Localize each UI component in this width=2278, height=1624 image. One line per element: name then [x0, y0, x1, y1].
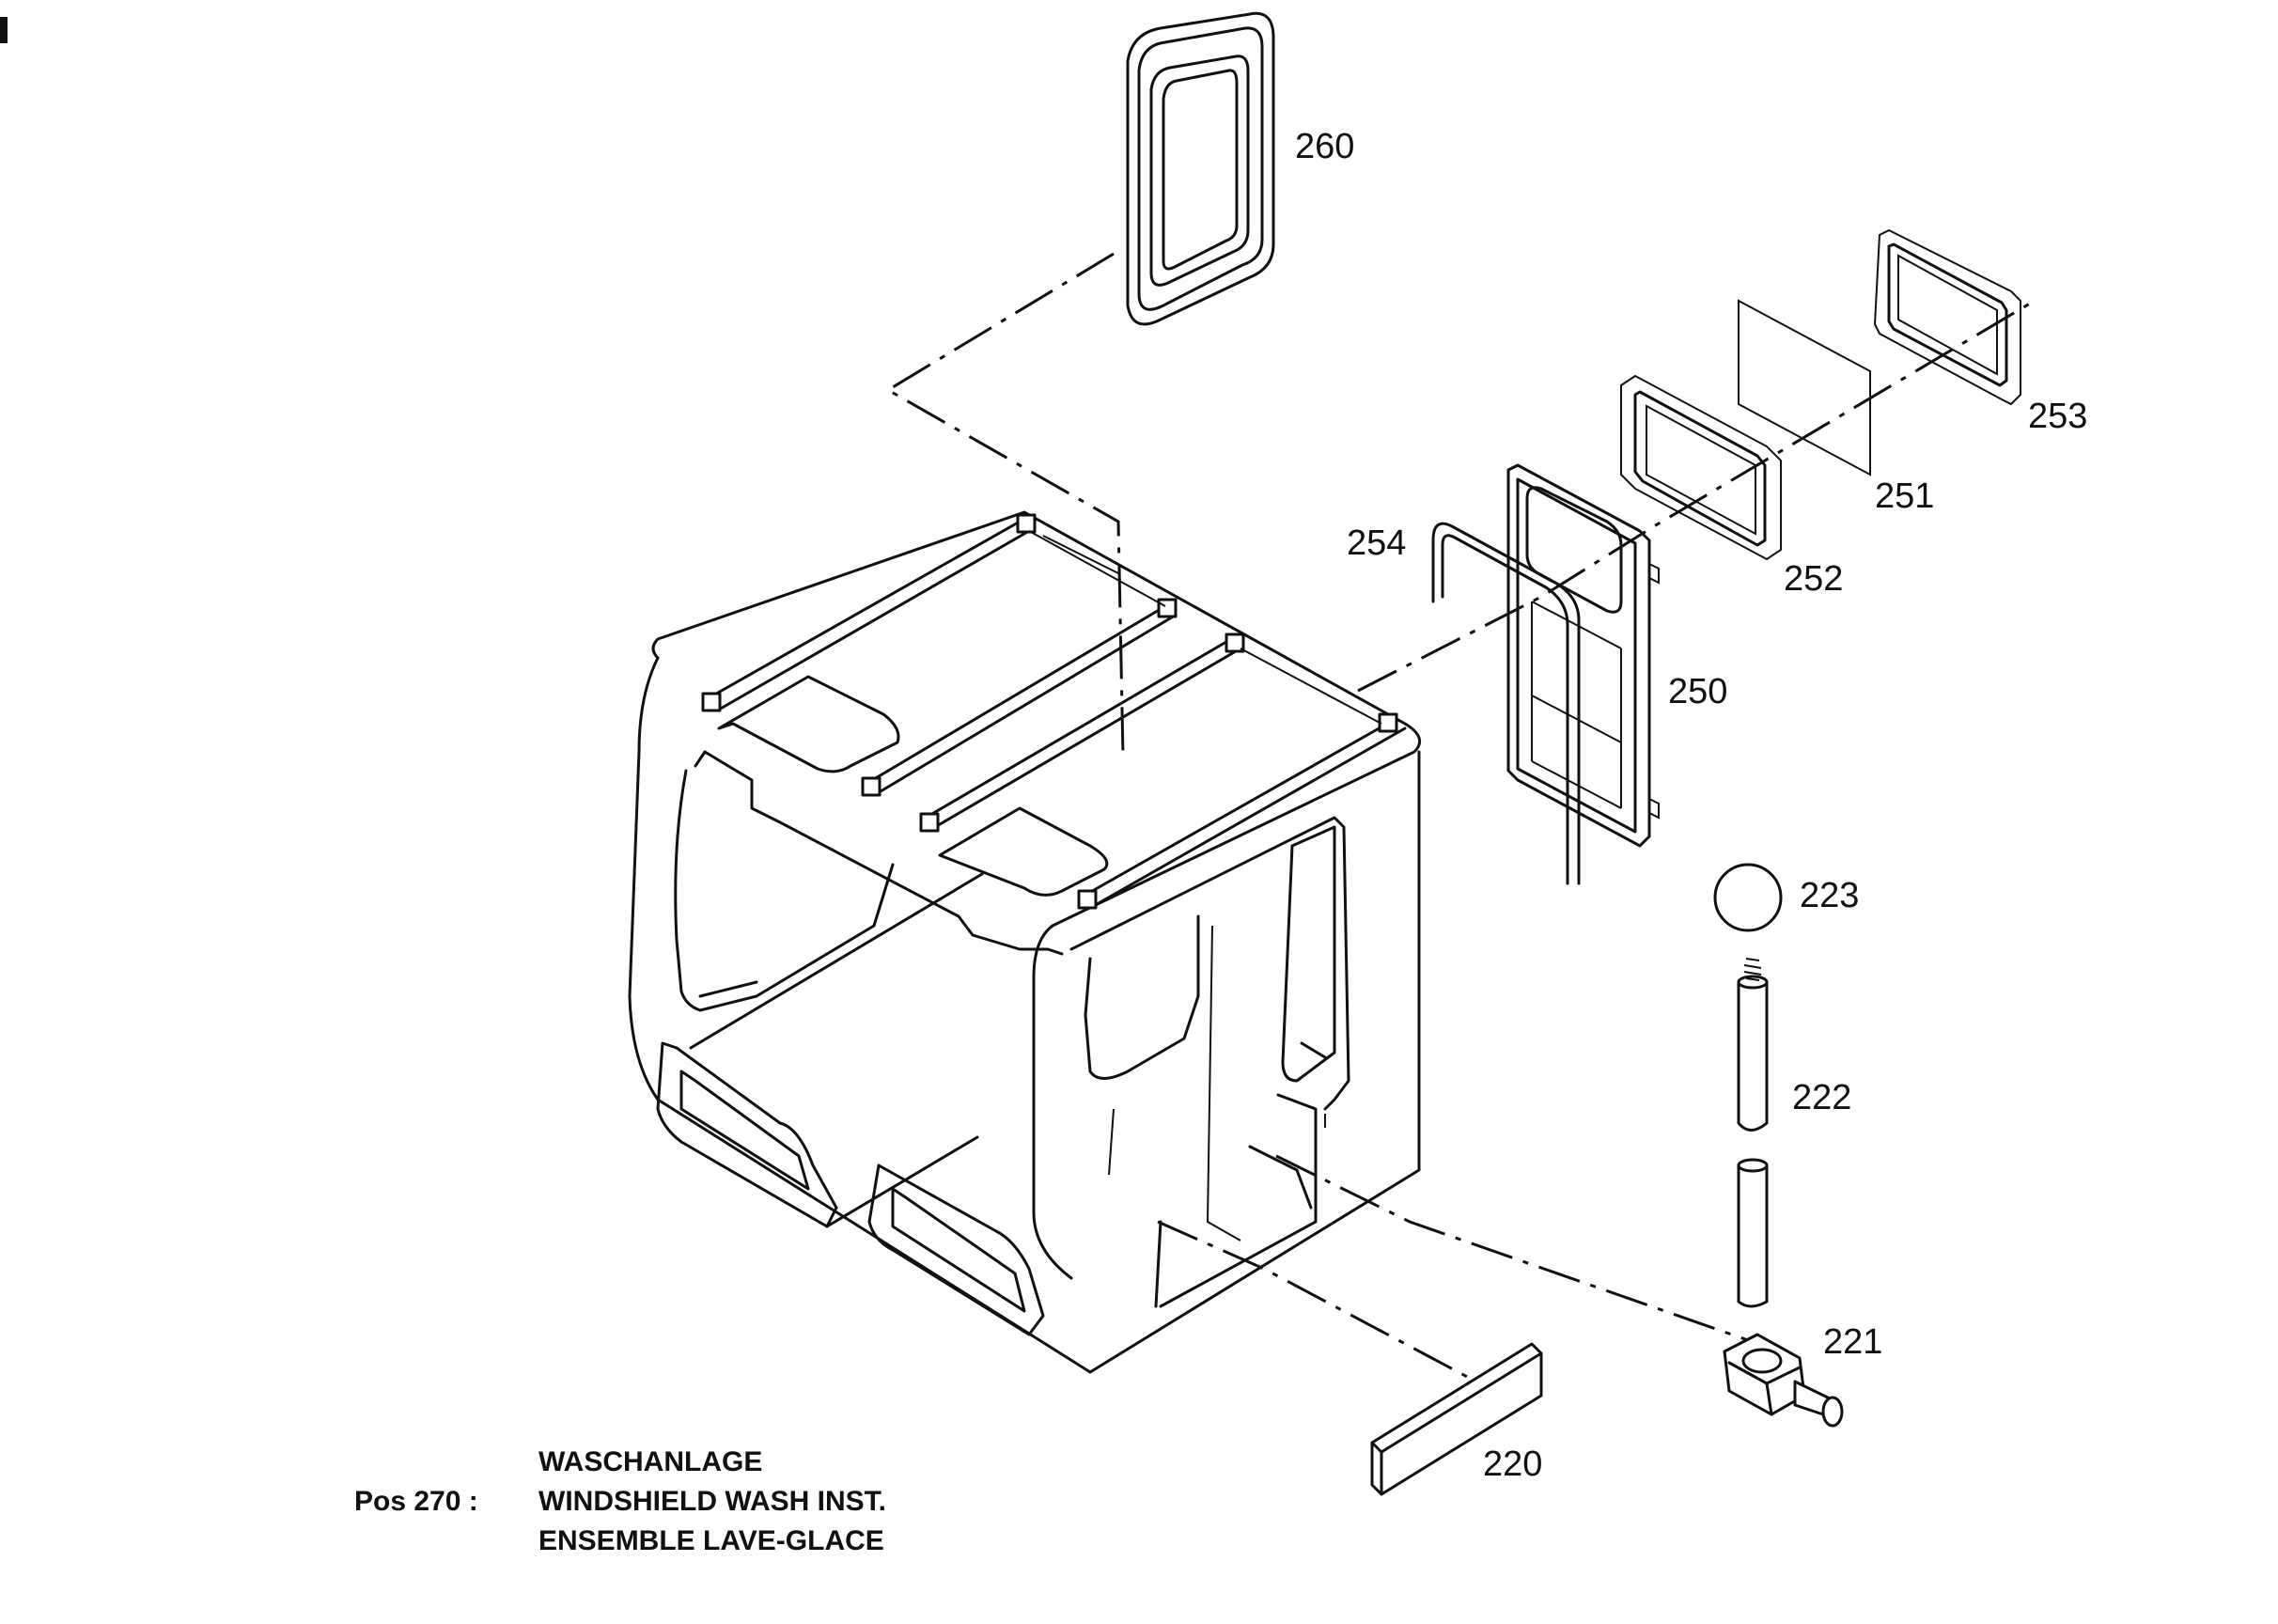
legend-line-fr: ENSEMBLE LAVE-GLACE — [538, 1525, 884, 1556]
callout-260: 260 — [1295, 127, 1354, 166]
legend-line-en: WINDSHIELD WASH INST. — [538, 1486, 887, 1517]
part-251-glass — [1738, 299, 1871, 476]
part-254-seal — [1431, 522, 1581, 885]
part-222-tube — [1737, 958, 1769, 1308]
callout-253: 253 — [2028, 397, 2087, 436]
callout-223: 223 — [1800, 876, 1859, 915]
callout-251: 251 — [1875, 476, 1934, 516]
part-220-pad — [1370, 1342, 1543, 1496]
callout-250: 250 — [1668, 672, 1727, 711]
part-260-window-seal — [1126, 11, 1275, 326]
callout-222: 222 — [1792, 1078, 1851, 1117]
part-221-connector — [1723, 1333, 1844, 1428]
part-250-door-frame — [1506, 463, 1660, 848]
corner-mark — [0, 17, 8, 43]
legend-line-de: WASCHANLAGE — [538, 1446, 763, 1477]
callout-220: 220 — [1483, 1444, 1542, 1484]
cab-body — [628, 510, 1422, 1374]
part-252-frame — [1620, 374, 1782, 561]
callout-254: 254 — [1347, 523, 1406, 563]
callout-labels: 260 253 251 252 254 250 223 222 221 220 — [1295, 127, 2087, 1484]
callout-252: 252 — [1784, 559, 1843, 599]
part-253-frame — [1873, 228, 2021, 406]
part-223-o-ring — [1713, 863, 1783, 932]
callout-221: 221 — [1823, 1322, 1882, 1362]
legend-pos-label: Pos 270 : — [354, 1486, 478, 1517]
leader-lines — [885, 252, 2036, 1388]
